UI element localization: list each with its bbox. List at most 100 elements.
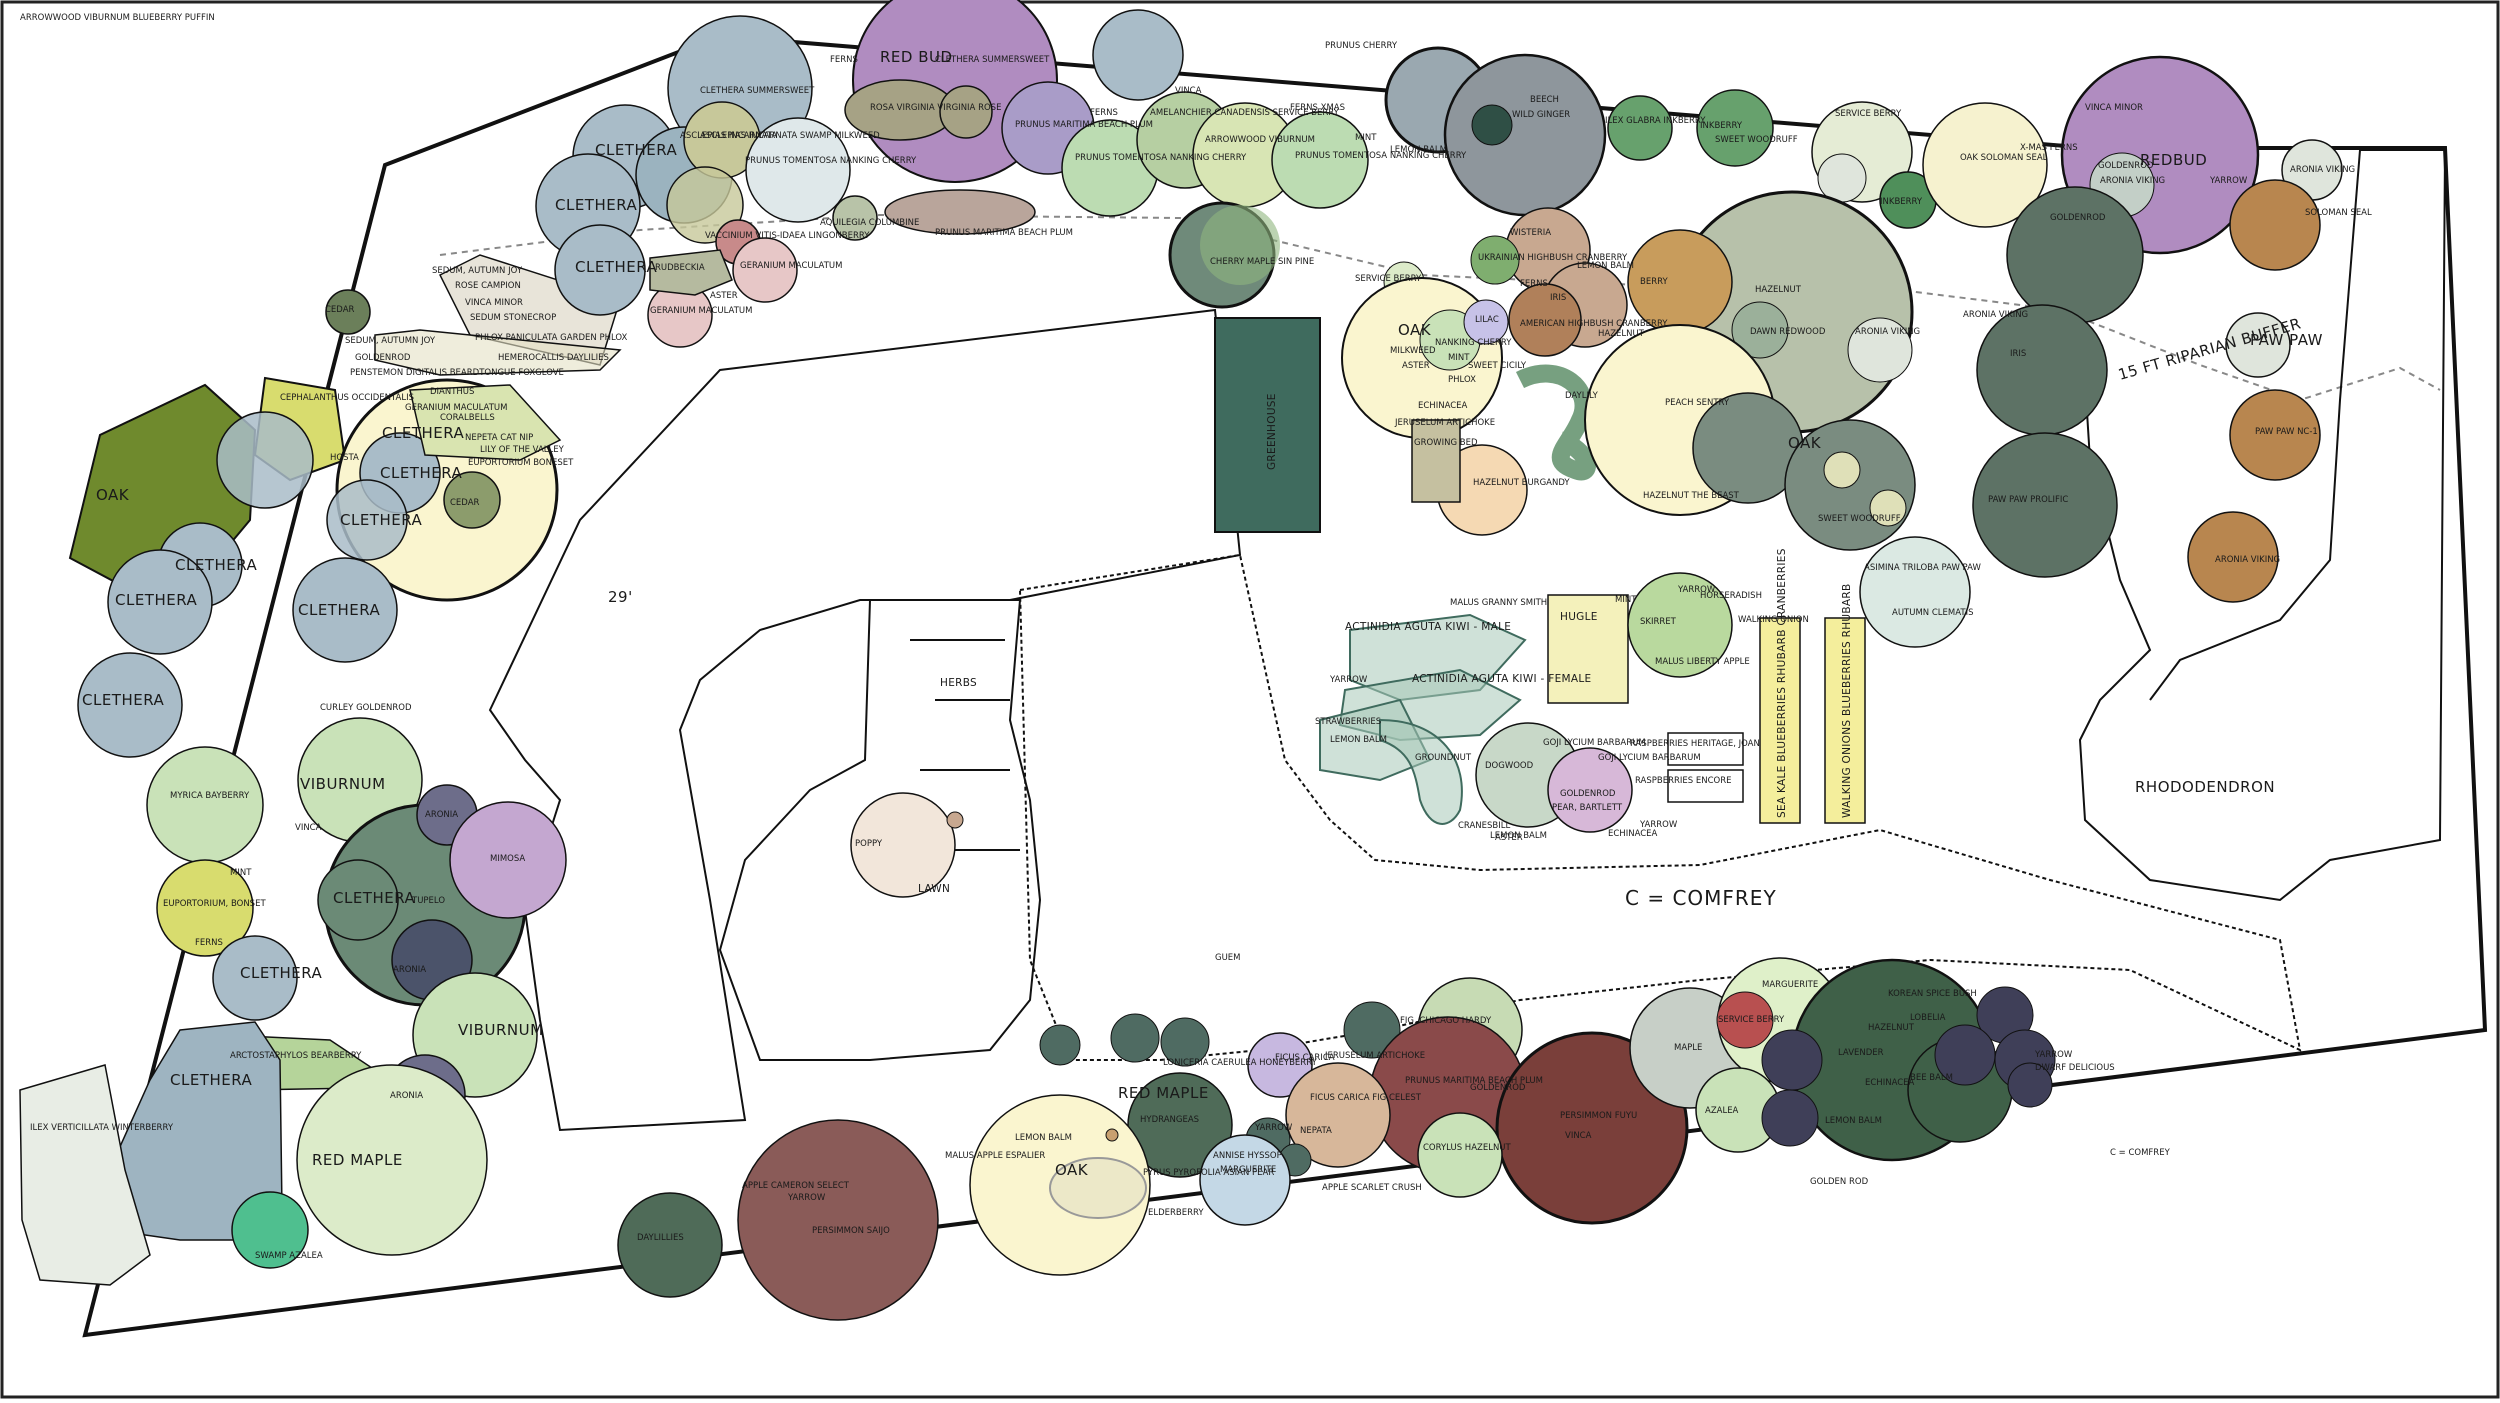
plant-label: IRIS (1550, 293, 1566, 303)
plant-label: MINT (1448, 353, 1470, 363)
plant-label: SERVICE BERRY (1718, 1015, 1785, 1025)
plant-label: VACCINIUM VITIS-IDAEA LINGONBERRY (705, 231, 870, 241)
plant-label: EUPORTORIUM, BONSET (163, 899, 266, 909)
plant-label: X-MAS FERNS (2020, 143, 2078, 153)
clethera-shrub (77, 652, 183, 758)
plant-label: GOLDENROD (1560, 789, 1616, 799)
aronia-viking-shrub (1731, 301, 1789, 359)
plant-label: MALUS APPLE ESPALIER (945, 1151, 1045, 1161)
clethera-shrub (326, 479, 408, 561)
plant-label: YARROW (1677, 585, 1716, 595)
hugle-bed (1547, 594, 1629, 704)
plant-label: OAK (1398, 321, 1432, 339)
plant-label: RED MAPLE (312, 1151, 403, 1169)
aronia-viking-shrub (2225, 312, 2291, 378)
herbs-label: HERBS (940, 677, 977, 689)
loniceria-shrub (1343, 1001, 1401, 1059)
plant-label: YARROW (2209, 176, 2248, 186)
greenhouse-label: GREENHOUSE (1266, 393, 1278, 470)
plant-label: DOGWOOD (1485, 761, 1534, 771)
plant-label: SEDUM, AUTUMN JOY (345, 336, 436, 346)
plant-label: PENSTEMON DIGITALIS BEARDTONGUE FOXGLOVE (350, 368, 564, 378)
plant-label: CLETHERA (382, 424, 465, 442)
plant-label: MYRICA BAYBERRY (170, 791, 250, 801)
corylus-hazelnut-shrub (1285, 1062, 1391, 1168)
dimension-29-label: 29' (608, 588, 633, 606)
plant-label: CHERRY MAPLE SIN PINE (1210, 257, 1314, 267)
hugle-label: HUGLE (1560, 611, 1598, 623)
plant-label: ARROWWOOD VIBURNUM BLUEBERRY PUFFIN (20, 13, 215, 23)
geranium-bed (409, 384, 562, 461)
prunus-tomentosa-shrub (1271, 111, 1369, 209)
plant-label: PHLOX PANICULATA GARDEN PHLOX (475, 333, 628, 343)
plant-label: PYRUS PYROFOLIA ASIAN PEAR (1143, 1168, 1274, 1178)
plant-label: VINCA (1175, 86, 1202, 96)
plant-label: BEE BALM (1910, 1073, 1953, 1083)
plant-label: JERUSELUM ARTICHOKE (1324, 1051, 1425, 1061)
blueberries-bed-2-label: WALKING ONIONS BLUEBERRIES RHUBARB (1841, 584, 1853, 818)
prunus-maritima-shrub (1247, 1032, 1313, 1098)
plant-label: MAPLE (1674, 1043, 1702, 1053)
plant-label: LEMON BALM (1825, 1116, 1882, 1126)
plant-label: HAZELNUT BURGANDY (1473, 478, 1570, 488)
persimmon-saijo-tree (737, 1119, 939, 1321)
plant-label: PRUNUS TOMENTOSA NANKING CHERRY (1075, 153, 1247, 163)
plant-label: CRANESBILL (1458, 821, 1511, 831)
plant-label: APPLE CAMERON SELECT (742, 1181, 850, 1191)
plant-label: CLETHERA SUMMERSWEET (935, 55, 1050, 65)
raspberry-bed-2 (1667, 769, 1744, 803)
geranium-shrub (732, 237, 798, 303)
clethera-shrub (317, 859, 399, 941)
plant-label: OAK (1788, 434, 1822, 452)
paw-paw-tree (2006, 186, 2144, 324)
plant-label: MIMOSA (490, 854, 525, 864)
plant-label: LONICERIA CAERULEA HONEYBERRY (1163, 1058, 1318, 1068)
swamp-azalea-shrub (231, 1191, 309, 1269)
plant-label: PERSIMMON SAIJO (812, 1226, 890, 1236)
hazelnut-shrub (2229, 179, 2321, 271)
cranesbill-patch (1547, 747, 1633, 833)
plant-label: MALUS LIBERTY APPLE (1655, 657, 1750, 667)
plant-label: ROSE CAMPION (455, 281, 521, 291)
service-berry-shrub (1417, 1112, 1503, 1198)
plant-label: JERUSELUM ARTICHOKE (1394, 418, 1495, 428)
plant-label: PRUNUS MARITIMA BEACH PLUM (1405, 1076, 1543, 1086)
plant-label: YARROW (1329, 675, 1368, 685)
inkberry-shrub (1696, 89, 1774, 167)
malus-liberty-apple-tree (1627, 572, 1733, 678)
plant-label: OAK SOLOMAN SEAL (1960, 153, 2048, 163)
plant-label: INKBERRY (1880, 197, 1923, 207)
plant-label: MARGUERITE (1762, 980, 1818, 990)
plant-label: CORYLUS HAZELNUT (1423, 1143, 1512, 1153)
plant-label: YARROW (1254, 1123, 1293, 1133)
greenhouse-structure (1214, 317, 1321, 533)
plant-label: HOSTA (330, 453, 359, 463)
fig-marker (946, 811, 964, 829)
plant-label: PAW PAW PROLIFIC (1988, 495, 2068, 505)
plant-label: TUPELO (411, 896, 445, 906)
plant-label: ARONIA (390, 1091, 423, 1101)
plant-label: APPLE SCARLET CRUSH (1322, 1183, 1422, 1193)
plant-label: CLETHERA (240, 964, 323, 982)
blueberry-bed-1 (1759, 617, 1801, 824)
plant-label: FERNS (1520, 279, 1548, 289)
raspberries-encore-label: RASPBERRIES ENCORE (1635, 776, 1732, 786)
plant-label: VINCA (1565, 1131, 1592, 1141)
plant-label: ASCLEPIAS INCARNATA SWAMP MILKWEED (700, 131, 880, 141)
perennial-bed (374, 329, 622, 376)
hazelnut-shrub (2229, 389, 2321, 481)
plant-label: CLETHERA SUMMERSWEET (700, 86, 815, 96)
plant-label: NEPETA CAT NIP (465, 433, 533, 443)
plant-label: CLETHERA (340, 511, 423, 529)
plant-label: AQUILEGIA COLUMBINE (820, 218, 919, 228)
plant-label: ARONIA VIKING (2290, 165, 2355, 175)
clethera-shrub (216, 411, 314, 509)
clethera-shrub (1092, 9, 1184, 101)
plant-label: MINT (230, 868, 252, 878)
oak-tree (1922, 102, 2048, 228)
blueberry-bed-2 (1824, 617, 1866, 824)
plant-label: AUTUMN CLEMATIS (1892, 608, 1973, 618)
plant-label: GOLDEN ROD (1810, 1177, 1869, 1187)
